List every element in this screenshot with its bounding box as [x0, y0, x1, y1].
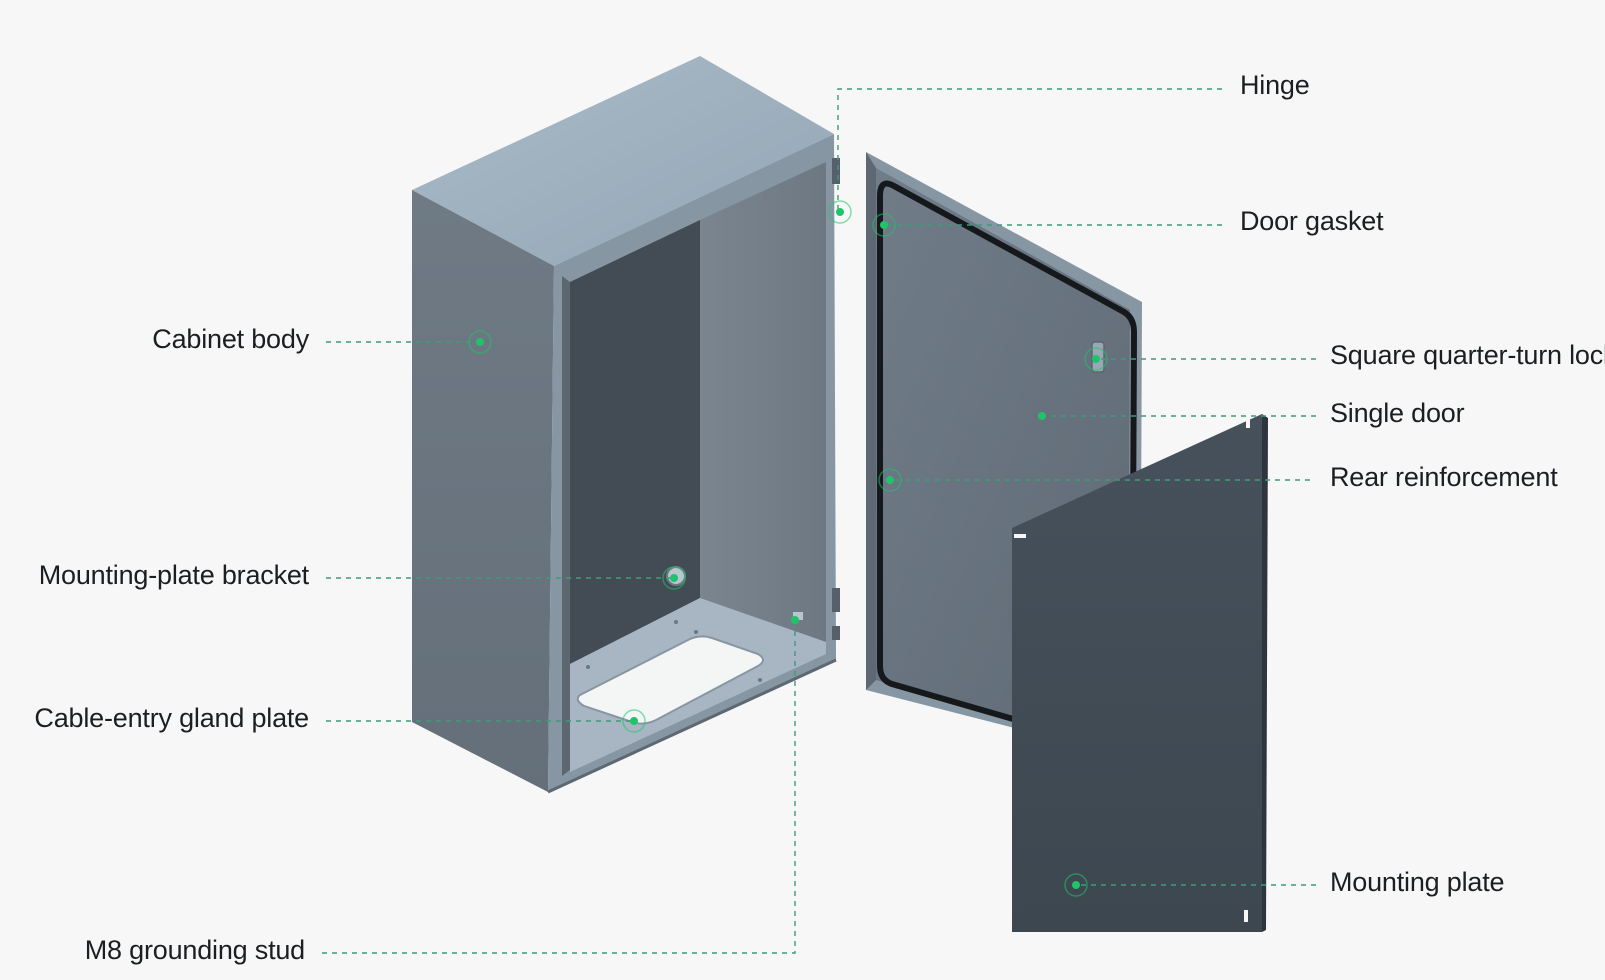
plate-notch	[1246, 416, 1250, 428]
label-mounting-plate-bracket: Mounting-plate bracket	[38, 560, 309, 590]
floor-hole	[758, 678, 762, 682]
hinge-knuckle	[832, 588, 840, 612]
floor-hole	[586, 665, 590, 669]
floor-hole	[694, 630, 698, 634]
label-hinge: Hinge	[1240, 70, 1310, 100]
cabinet-inner-right-wall	[700, 162, 826, 642]
leader-hinge	[837, 88, 1222, 212]
plate-notch	[1014, 534, 1026, 538]
mounting-plate-shape	[1012, 414, 1268, 932]
hinge-knuckle	[832, 626, 840, 640]
label-grounding-stud: M8 grounding stud	[84, 935, 305, 965]
grounding-stud-shape	[793, 612, 803, 620]
plate-notch	[1244, 910, 1248, 922]
leader-grounding-stud	[322, 622, 796, 954]
floor-hole	[674, 620, 678, 624]
callout-square-lock	[1084, 347, 1108, 371]
plate-edge	[1262, 414, 1268, 932]
callout-mounting-plate	[1064, 873, 1088, 897]
cabinet-inner-left-lip	[562, 276, 570, 776]
hinge-knuckle	[832, 158, 840, 184]
callout-single-door	[1038, 412, 1046, 420]
cabinet-front-edge	[547, 658, 837, 794]
label-single-door: Single door	[1330, 398, 1465, 428]
label-rear-reinforcement: Rear reinforcement	[1330, 462, 1558, 492]
callout-rear-reinforcement	[878, 468, 902, 492]
cabinet-body	[412, 56, 840, 794]
cabinet-top-face	[412, 56, 834, 266]
label-mounting-plate: Mounting plate	[1330, 867, 1505, 897]
plate-front	[1012, 414, 1262, 932]
callout-bracket	[662, 566, 686, 590]
label-square-lock: Square quarter-turn lock	[1330, 340, 1605, 370]
cabinet-left-side	[412, 190, 554, 792]
callout-gland-plate	[622, 709, 646, 733]
callout-hinge	[828, 200, 852, 224]
label-cabinet-body: Cabinet body	[152, 324, 309, 354]
leader-lines	[322, 88, 1316, 954]
callout-grounding-stud	[791, 616, 799, 624]
callout-dots	[468, 200, 1108, 897]
cabinet-back-wall	[570, 220, 700, 664]
callout-cabinet-body	[468, 330, 492, 354]
label-cable-entry-gland-plate: Cable-entry gland plate	[34, 703, 309, 733]
label-door-gasket: Door gasket	[1240, 206, 1384, 236]
door-hinge-edge	[866, 152, 876, 690]
callout-door-gasket	[872, 213, 896, 237]
gland-plate-cutout	[576, 635, 764, 725]
